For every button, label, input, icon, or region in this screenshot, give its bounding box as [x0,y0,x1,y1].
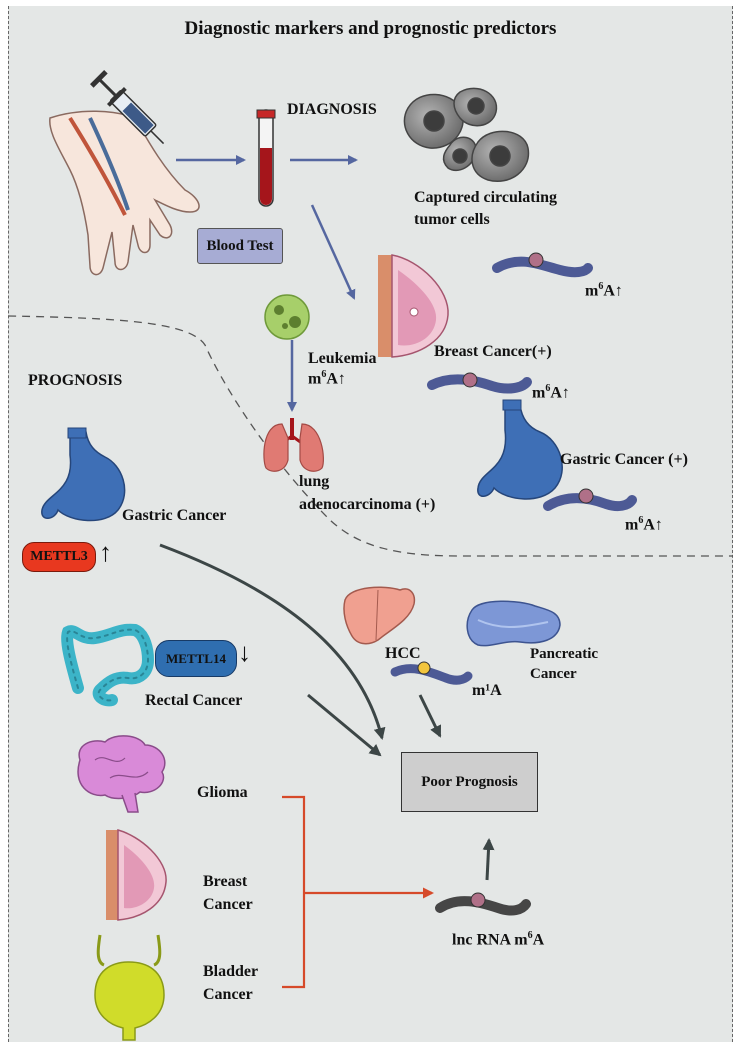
rectal-cancer-label: Rectal Cancer [145,692,243,709]
mettl14-badge: METTL14 [155,640,237,677]
breast-cancer-label: Breast Cancer(+) [434,343,552,360]
rna-strand-3 [543,488,637,512]
lnc-rna-label: lnc RNA m6A [452,930,545,949]
hand-icon [49,110,200,276]
arrow-tube-to-breast [310,204,356,300]
figure-title: Diagnostic markers and prognostic predic… [184,18,557,39]
rna-strand-2 [427,372,532,394]
pancreatic-label-line1: Pancreatic [530,646,599,662]
hcc-label: HCC [385,645,421,662]
liver-icon [343,586,416,645]
stomach-icon-prognosis [41,427,126,522]
lnc-rna-strand [435,892,531,916]
blood-test-label: Blood Test [197,228,283,264]
mettl3-up-arrow: ↑ [99,538,112,567]
m1a-label: m¹A [472,682,502,699]
bladder-icon [94,934,165,1041]
lung-icon [263,418,324,472]
gastric-cancer-prognosis-label: Gastric Cancer [122,507,227,524]
gastric-cancer-diagnosis-label: Gastric Cancer (+) [560,451,688,468]
pancreas-icon [466,600,561,647]
arrow-m1a-to-poor [418,694,442,738]
brain-icon [77,735,166,813]
circulating-tumor-cells-icon [403,87,530,182]
ctc-label-line1: Captured circulating [414,189,557,206]
breast-cancer-prognosis-line2: Cancer [203,896,253,913]
poor-prognosis-box: Poor Prognosis [401,752,538,812]
arrow-lnc-to-poor [482,838,495,881]
lung-label-line1: lung [299,473,330,490]
lung-label-line2: adenocarcinoma (+) [299,496,436,513]
stomach-icon-diagnosis [477,399,563,500]
diagnosis-heading: DIAGNOSIS [287,101,377,118]
glioma-label: Glioma [197,784,248,801]
breast-tissue-icon-prognosis [106,829,167,921]
leukemia-cell-icon [264,294,310,340]
m6a-label-2: m6A↑ [532,383,570,402]
breast-tissue-icon [378,254,449,358]
section-divider [7,315,733,557]
prognosis-heading: PROGNOSIS [28,372,123,389]
m6a-label-1: m6A↑ [585,281,623,300]
m1a-rna-strand [390,661,473,685]
rna-strand-1 [492,252,593,278]
breast-cancer-prognosis-line1: Breast [203,873,248,890]
syringe-icon [90,70,165,145]
m6a-label-leukemia: m6A↑ [308,369,346,388]
lncrna-bracket [282,795,434,989]
bladder-cancer-line2: Cancer [203,986,253,1003]
m6a-label-3: m6A↑ [625,515,663,534]
leukemia-label: Leukemia [308,350,377,367]
ctc-label-line2: tumor cells [414,211,490,228]
blood-tube-icon [256,109,276,207]
colon-icon [61,623,155,707]
pancreatic-label-line2: Cancer [530,666,577,682]
arrow-rectal-to-poor [307,693,382,757]
bladder-cancer-line1: Bladder [203,963,259,980]
arrow-gastric-to-poor [159,543,386,740]
mettl14-down-arrow: ↓ [238,638,251,667]
mettl3-badge: METTL3 [22,542,96,572]
